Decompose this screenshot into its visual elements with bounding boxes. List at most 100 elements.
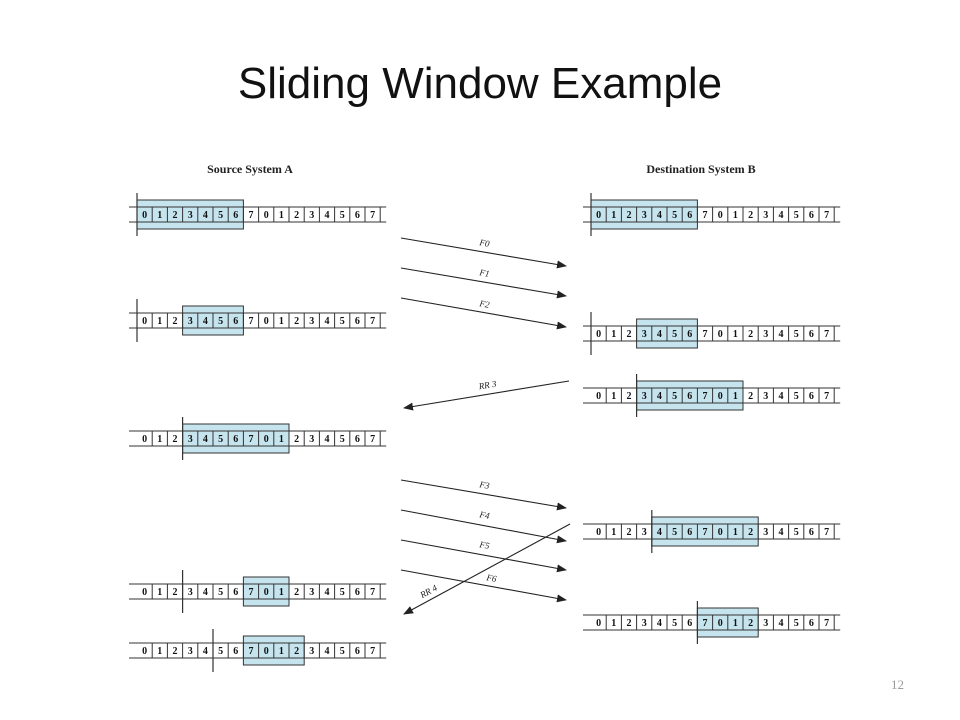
frame-arrow-f0: F0 (400, 237, 567, 269)
sequence-number: 5 (794, 329, 799, 340)
sequence-number: 5 (672, 210, 677, 221)
sequence-number: 6 (233, 434, 238, 445)
sequence-number: 3 (309, 434, 314, 445)
sequence-number: 6 (809, 391, 814, 402)
sequence-number: 7 (824, 391, 829, 402)
sequence-number: 1 (733, 391, 738, 402)
sequence-number: 6 (355, 587, 360, 598)
sequence-number: 3 (309, 316, 314, 327)
sequence-number: 7 (824, 527, 829, 538)
sequence-number: 1 (611, 527, 616, 538)
destination-window-3 (636, 380, 744, 411)
sequence-number: 3 (188, 434, 193, 445)
sequence-number: 4 (203, 316, 208, 327)
sequence-number: 5 (672, 391, 677, 402)
sequence-number: 4 (779, 391, 784, 402)
sequence-number: 1 (279, 210, 284, 221)
sequence-number: 1 (279, 646, 284, 657)
arrow-line (400, 509, 567, 544)
frame-arrow-f1: F1 (400, 267, 567, 299)
sequence-number: 0 (596, 210, 601, 221)
sequence-number: 5 (794, 618, 799, 629)
sequence-number: 6 (355, 434, 360, 445)
sequence-number: 3 (763, 618, 768, 629)
sequence-number: 2 (627, 329, 632, 340)
sequence-number: 5 (672, 527, 677, 538)
arrow-line (400, 297, 567, 330)
sequence-number: 0 (264, 316, 269, 327)
sequence-number: 7 (703, 527, 708, 538)
sequence-number: 3 (309, 646, 314, 657)
sequence-number: 5 (794, 391, 799, 402)
sequence-number: 6 (687, 618, 692, 629)
sequence-number: 5 (794, 527, 799, 538)
sequence-number: 0 (718, 527, 723, 538)
sequence-number: 1 (611, 210, 616, 221)
sequence-number: 1 (611, 618, 616, 629)
sequence-number: 4 (657, 527, 662, 538)
sequence-number: 0 (264, 210, 269, 221)
sequence-number: 7 (703, 210, 708, 221)
sequence-number: 2 (294, 587, 299, 598)
sequence-number: 2 (748, 527, 753, 538)
sequence-number: 2 (173, 587, 178, 598)
sequence-number: 4 (325, 587, 330, 598)
sequence-number: 2 (173, 210, 178, 221)
sequence-number: 4 (325, 434, 330, 445)
sequence-number: 7 (249, 316, 254, 327)
frame-arrow-f2: F2 (400, 297, 567, 330)
sequence-number: 5 (218, 587, 223, 598)
sequence-number: 2 (627, 391, 632, 402)
sequence-number: 4 (779, 329, 784, 340)
frame-label: F5 (478, 539, 491, 551)
sequence-number: 2 (627, 210, 632, 221)
sequence-number: 7 (824, 618, 829, 629)
sequence-number: 2 (748, 618, 753, 629)
frame-arrow-f4: F4 (400, 509, 567, 544)
sequence-number: 1 (279, 434, 284, 445)
sequence-number: 4 (657, 210, 662, 221)
sequence-number: 7 (370, 316, 375, 327)
sequence-number: 2 (173, 316, 178, 327)
sequence-number: 5 (218, 210, 223, 221)
sequence-number: 5 (672, 329, 677, 340)
sequence-number: 0 (142, 316, 147, 327)
sequence-number: 6 (687, 527, 692, 538)
arrow-line (400, 539, 567, 573)
arrow-line (400, 237, 567, 269)
frame-label: F1 (478, 267, 491, 279)
sequence-number: 6 (355, 316, 360, 327)
source-window-2 (182, 305, 244, 336)
frame-arrow-f3: F3 (400, 479, 567, 511)
sequence-number: 3 (763, 210, 768, 221)
sequence-number: 0 (596, 391, 601, 402)
sequence-number: 2 (748, 329, 753, 340)
sequence-number: 4 (325, 646, 330, 657)
sequence-number: 1 (279, 587, 284, 598)
sequence-number: 7 (703, 618, 708, 629)
sequence-number: 6 (687, 329, 692, 340)
sequence-number: 3 (642, 210, 647, 221)
sequence-number: 5 (218, 316, 223, 327)
sequence-number: 6 (233, 316, 238, 327)
sequence-number: 6 (355, 210, 360, 221)
frame-label: RR 3 (477, 379, 498, 392)
sequence-number: 4 (203, 646, 208, 657)
sequence-number: 4 (779, 210, 784, 221)
sequence-number: 0 (596, 618, 601, 629)
sequence-number: 1 (733, 329, 738, 340)
sequence-number: 6 (233, 646, 238, 657)
sequence-number: 3 (309, 210, 314, 221)
sequence-number: 0 (596, 527, 601, 538)
sequence-number: 3 (642, 618, 647, 629)
frame-label: F2 (478, 298, 491, 310)
sequence-number: 7 (249, 587, 254, 598)
source-window-1 (136, 199, 244, 230)
sequence-number: 1 (157, 434, 162, 445)
